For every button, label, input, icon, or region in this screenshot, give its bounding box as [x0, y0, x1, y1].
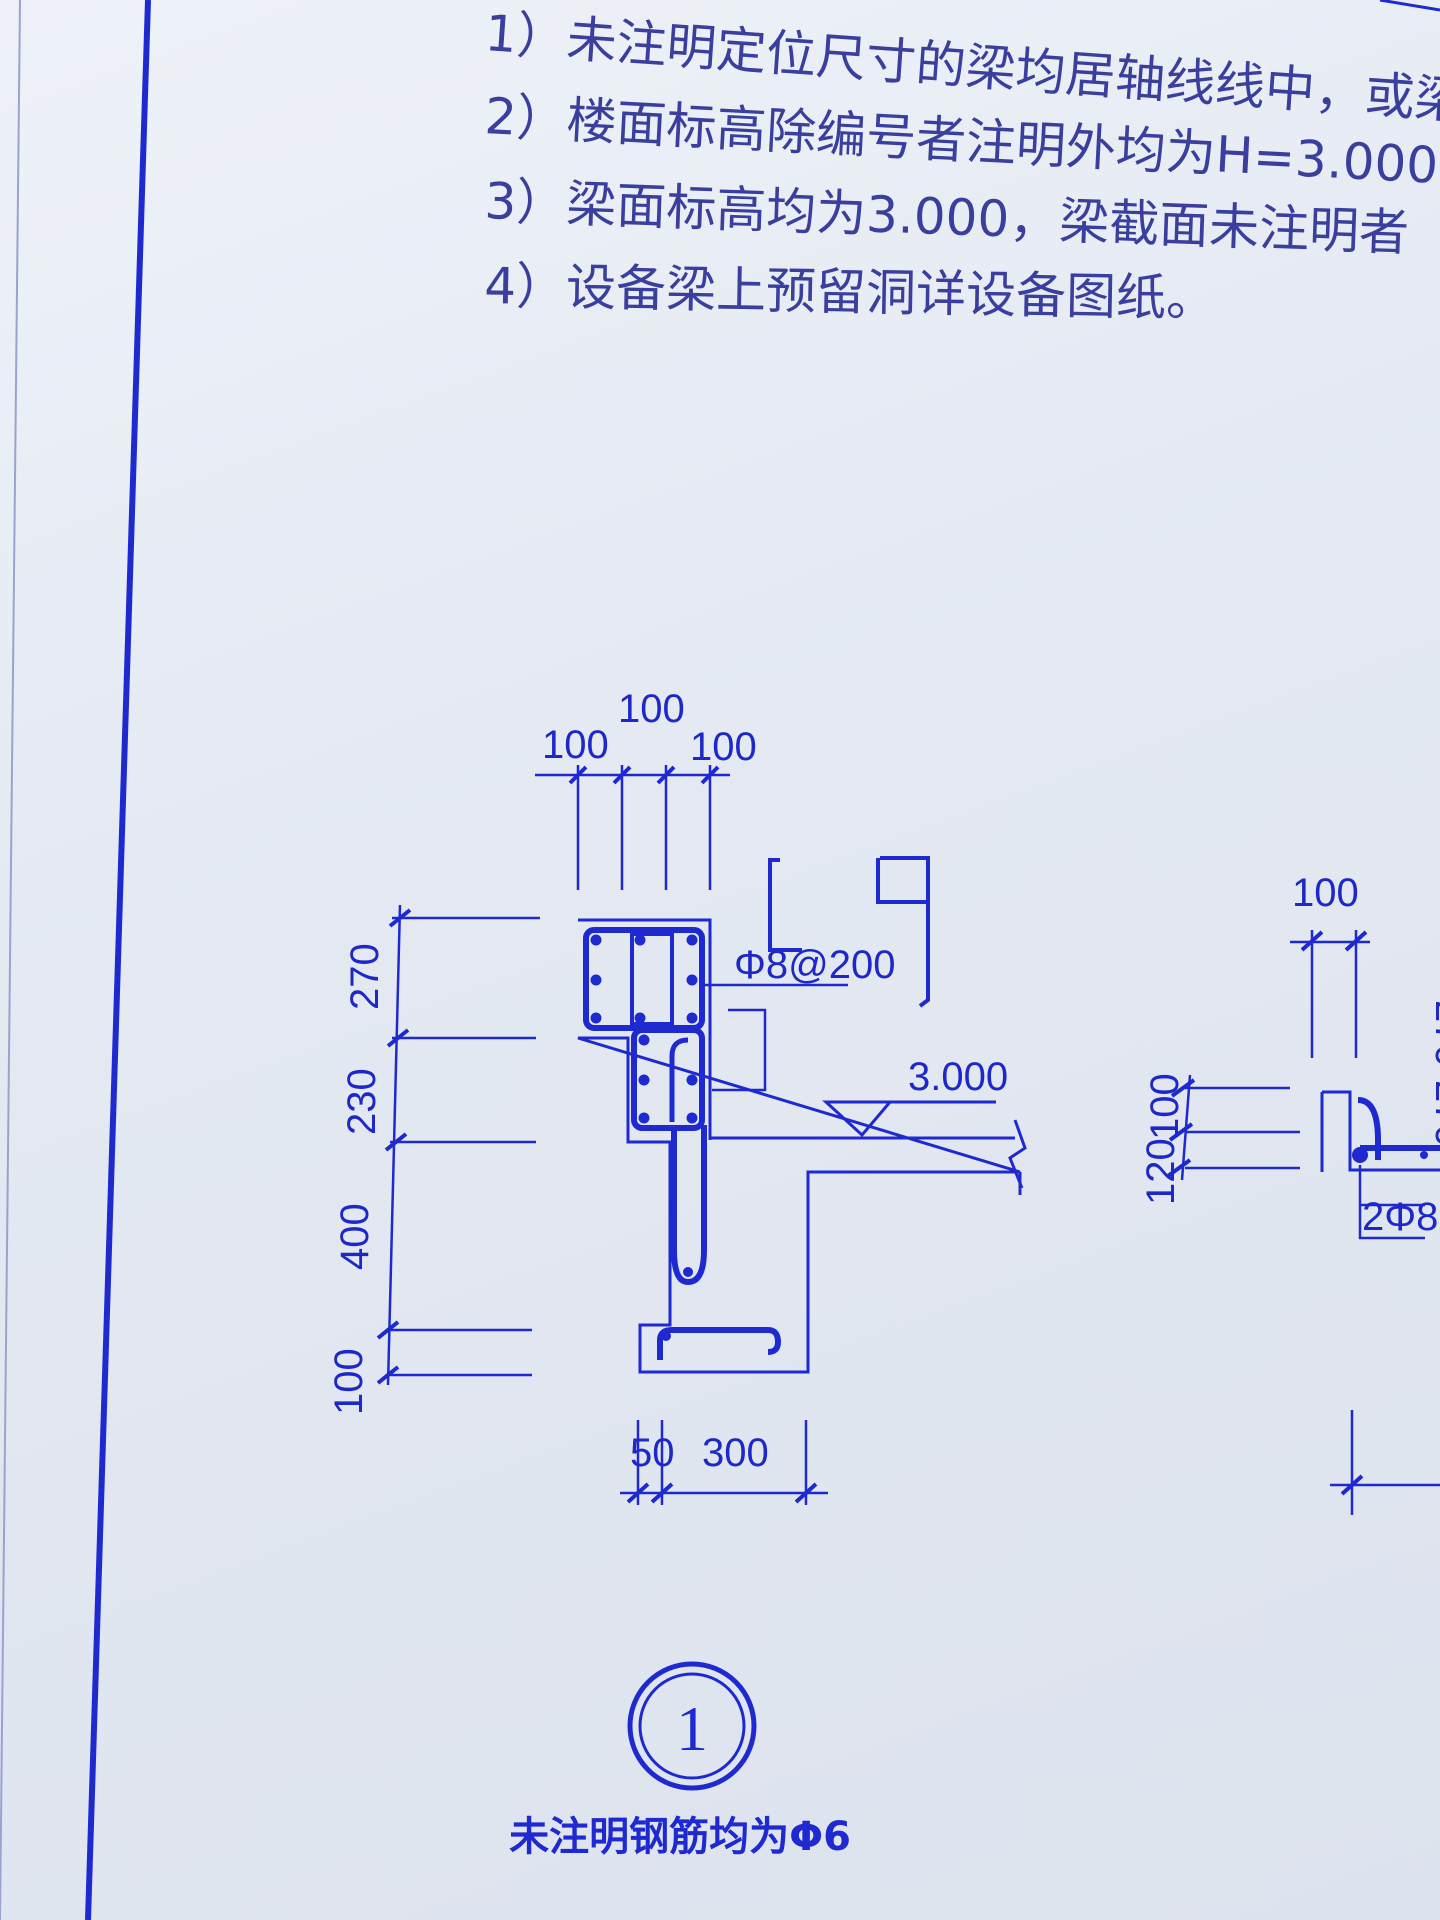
- hanger-bar: [671, 1125, 707, 1286]
- hanger-bar-end: [683, 1267, 693, 1277]
- detail2-rebar-end: [1352, 1147, 1368, 1163]
- detail-number-bubble: 1: [627, 1661, 757, 1791]
- detail2-top-dim: 100: [1292, 871, 1359, 915]
- detail2-partial-dim-a: 270: [1427, 1000, 1440, 1067]
- rebar-spec-label: Φ8@200: [734, 943, 896, 987]
- detail-2-partial: 100 270 100 120 270 2Φ8: [1139, 871, 1440, 1515]
- detail2-outline: [1320, 1090, 1440, 1172]
- note-4: 4）设备梁上预留洞详设备图纸。: [484, 257, 1217, 328]
- detail2-partial-dim-b: 270: [1427, 1080, 1440, 1147]
- detail-1: 100 100 100 270 230 400 100: [327, 687, 1027, 1860]
- lower-stirrup: [631, 1027, 705, 1131]
- sheet-edge-line: [0, 0, 21, 1920]
- general-notes: 1）未注明定位尺寸的梁均居轴线线中，或梁边 2）楼面标高除编号者注明外均为H=3…: [483, 4, 1440, 328]
- dim-top-left: 100: [542, 723, 609, 767]
- detail2-lower-dim: [1330, 1410, 1440, 1515]
- dim-left-230: 230: [340, 1068, 384, 1135]
- bottom-bar-end: [661, 1331, 671, 1341]
- detail-caption: 未注明钢筋均为Φ6: [509, 1814, 851, 1860]
- top-stirrup: [583, 927, 705, 1031]
- dim-top-center: 100: [618, 687, 685, 731]
- dim-left-100: 100: [327, 1348, 371, 1415]
- detail2-left-dim-120: 120: [1139, 1138, 1183, 1205]
- detail2-lower-tick: [1340, 1474, 1364, 1496]
- title-block-corner: [1379, 0, 1440, 12]
- beam-outline: [577, 918, 1021, 1374]
- dim-top-right: 100: [690, 725, 757, 769]
- dim-bottom-50: 50: [630, 1431, 675, 1475]
- detail2-rebar: [1357, 1097, 1440, 1160]
- top-dimension-chain: 100 100 100: [535, 687, 757, 890]
- detail-number: 1: [676, 1693, 708, 1764]
- dim-left-400: 400: [333, 1203, 377, 1270]
- detail2-left-dim-100: 100: [1143, 1073, 1187, 1140]
- sheet-border-line: [85, 0, 151, 1920]
- bottom-dimension-chain: 50 300: [620, 1420, 828, 1505]
- elevation-mark: 3.000: [822, 1055, 1008, 1138]
- hook-sketch: [768, 856, 930, 1008]
- left-dimension-chain: 270 230 400 100: [327, 904, 540, 1415]
- bottom-bar: [657, 1327, 782, 1360]
- break-line: [1008, 1119, 1027, 1195]
- elevation-value: 3.000: [908, 1055, 1008, 1099]
- dim-bottom-300: 300: [702, 1431, 769, 1475]
- detail2-rebar-label: 2Φ8: [1362, 1195, 1438, 1239]
- dim-left-270: 270: [343, 943, 387, 1010]
- detail2-leader: [1358, 1165, 1425, 1240]
- rebar-leader: [704, 983, 848, 1092]
